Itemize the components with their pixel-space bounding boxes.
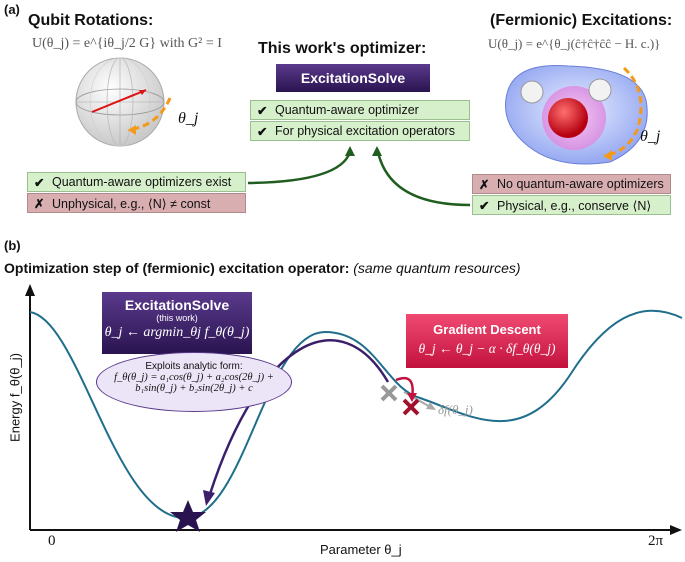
right-green-arrow bbox=[376, 151, 471, 207]
y-axis-label: Energy f_θ(θ_j) bbox=[7, 353, 23, 442]
right-row-text-1: No quantum-aware optimizers bbox=[497, 177, 664, 191]
left-row-1: ✔ Quantum-aware optimizers exist bbox=[27, 172, 246, 192]
panel-a-label: (a) bbox=[4, 2, 20, 17]
excitationsolve-banner: ExcitationSolve bbox=[276, 64, 430, 92]
cross-icon: ✗ bbox=[479, 177, 490, 192]
panel-b-title-italic: (same quantum resources) bbox=[353, 260, 521, 276]
molecule-illustration bbox=[505, 65, 648, 165]
analytic-form-line-3: b₁sin(θ_j) + b₂sin(2θ_j) + c bbox=[135, 383, 253, 394]
start-point-marker bbox=[380, 384, 398, 402]
converging-arrows bbox=[247, 146, 471, 207]
fermionic-excitations-title: (Fermionic) Excitations: bbox=[490, 12, 673, 29]
gradient-step-marker bbox=[402, 398, 420, 416]
state-vector-arrow bbox=[91, 89, 147, 113]
center-pro-row-1: ✔ Quantum-aware optimizer bbox=[250, 100, 470, 120]
panel-b-label: (b) bbox=[4, 238, 21, 253]
qubit-rotations-title: Qubit Rotations: bbox=[28, 12, 154, 29]
panel-b-title: Optimization step of (fermionic) excitat… bbox=[4, 260, 521, 276]
excitationsolve-box-subtitle: (this work) bbox=[156, 313, 198, 323]
excitation-arrow bbox=[603, 66, 643, 158]
center-pro-row-2: ✔ For physical excitation operators bbox=[250, 121, 470, 141]
x-tick-2pi: 2π bbox=[648, 533, 664, 549]
hydrogen-atom-right bbox=[588, 78, 612, 102]
check-icon: ✔ bbox=[257, 103, 268, 118]
energy-curve bbox=[29, 309, 683, 520]
gradient-descent-title: Gradient Descent bbox=[433, 322, 541, 337]
right-row-1: ✗ No quantum-aware optimizers bbox=[472, 174, 671, 194]
left-row-text-1: Quantum-aware optimizers exist bbox=[52, 175, 232, 189]
center-pro-text-2: For physical excitation operators bbox=[275, 124, 455, 138]
gradient-descent-update-rule: θ_j ← θ_j − α · δf_θ(θ_j) bbox=[418, 341, 556, 356]
qubit-formula: U(θ_j) = e^{iθ_j/2 G} with G² = I bbox=[32, 36, 222, 51]
right-row-text-2: Physical, e.g., conserve ⟨N⟩ bbox=[497, 198, 652, 213]
fermionic-formula: U(θ_j) = e^{θ_j(ĉ†ĉ†ĉĉ − H. c.)} bbox=[488, 36, 661, 51]
check-icon: ✔ bbox=[257, 124, 268, 139]
excitationsolve-update-rule: θ_j ← argmin_θj f_θ(θ_j) bbox=[104, 325, 250, 340]
fermionic-theta-label: θ_j bbox=[640, 128, 661, 145]
qubit-theta-label: θ_j bbox=[178, 110, 199, 127]
energy-landscape-plot bbox=[25, 284, 683, 535]
analytic-form-line-1: Exploits analytic form: bbox=[145, 361, 243, 372]
bloch-sphere-illustration bbox=[75, 57, 172, 147]
left-row-text-2: Unphysical, e.g., ⟨N⟩ ≠ const bbox=[52, 196, 211, 211]
gradient-descent-box: Gradient Descent θ_j ← θ_j − α · δf_θ(θ_… bbox=[406, 314, 568, 368]
analytic-form-line-2: f_θ(θ_j) = a₁cos(θ_j) + a₂cos(2θ_j) + bbox=[114, 372, 274, 383]
this-work-title: This work's optimizer: bbox=[258, 40, 427, 57]
gradient-label: δf(θ_j) bbox=[438, 402, 473, 417]
left-green-arrow bbox=[247, 151, 352, 185]
check-icon: ✔ bbox=[479, 198, 490, 213]
center-pro-text-1: Quantum-aware optimizer bbox=[275, 103, 419, 117]
x-tick-0: 0 bbox=[48, 533, 56, 549]
panel-b-title-bold: Optimization step of (fermionic) excitat… bbox=[4, 260, 350, 276]
excitationsolve-jump-arrow bbox=[208, 339, 390, 495]
excitationsolve-box-title: ExcitationSolve bbox=[124, 297, 230, 313]
left-row-2: ✗ Unphysical, e.g., ⟨N⟩ ≠ const bbox=[27, 193, 246, 213]
check-icon: ✔ bbox=[34, 175, 45, 190]
cross-icon: ✗ bbox=[34, 196, 45, 211]
analytic-form-bubble: Exploits analytic form: f_θ(θ_j) = a₁cos… bbox=[96, 352, 292, 412]
hydrogen-atom-left bbox=[520, 80, 544, 104]
x-axis-label: Parameter θ_j bbox=[320, 542, 402, 557]
oxygen-atom bbox=[548, 98, 588, 138]
excitationsolve-box: ExcitationSolve (this work) θ_j ← argmin… bbox=[102, 292, 252, 354]
global-minimum-star bbox=[170, 500, 206, 532]
right-row-2: ✔ Physical, e.g., conserve ⟨N⟩ bbox=[472, 195, 671, 215]
